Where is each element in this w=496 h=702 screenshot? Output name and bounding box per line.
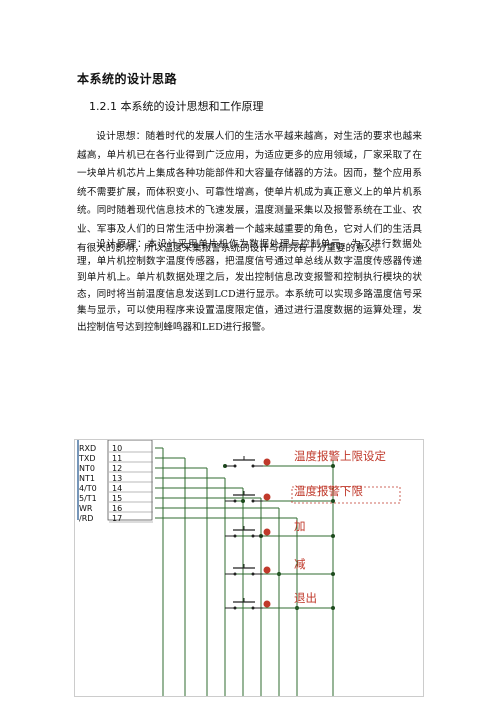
switch-terminal — [251, 606, 255, 610]
pin-number-label: 12 — [112, 464, 122, 473]
pin-number-label: 13 — [112, 474, 122, 483]
pin-number-label: 16 — [112, 504, 122, 513]
junction-node — [331, 606, 335, 610]
paragraph-design-principle: 设计原理：本设计采用单片机作为数据处理与控制单元，为了进行数据处理，单片机控制数… — [77, 239, 422, 333]
junction-node — [331, 572, 335, 576]
switch-indicator-dot — [263, 600, 271, 608]
button-label-0: 温度报警上限设定 — [294, 449, 386, 463]
switch-terminal — [251, 499, 255, 503]
pin-name-label: 4/T0 — [79, 484, 97, 493]
junction-node — [331, 499, 335, 503]
pin-name-label: /RD — [79, 514, 93, 523]
pin-number-label: 10 — [112, 444, 122, 453]
switch-indicator-dot — [263, 458, 271, 466]
switch-terminal — [251, 534, 255, 538]
switch-terminal — [251, 464, 255, 468]
button-label-1: 温度报警下限 — [294, 484, 363, 498]
pin-number-label: 17 — [112, 514, 122, 523]
switch-indicator-dot — [263, 566, 271, 574]
pin-name-label: TXD — [78, 454, 96, 463]
label-highlight-box — [291, 486, 401, 504]
switch-indicator-dot — [263, 493, 271, 501]
button-label-3: 减 — [294, 557, 306, 571]
section-heading: 本系统的设计思路 — [77, 72, 178, 86]
button-label-2: 加 — [294, 519, 306, 533]
pin-name-label: RXD — [79, 444, 96, 453]
junction-node — [241, 499, 245, 503]
switch-terminal — [233, 606, 237, 610]
switch-terminal — [233, 499, 237, 503]
switch-terminal — [251, 572, 255, 576]
junction-node — [331, 464, 335, 468]
switch-terminal — [233, 534, 237, 538]
pin-name-label: 5/T1 — [79, 494, 97, 503]
pin-name-label: WR — [79, 504, 93, 513]
button-label-4: 退出 — [294, 591, 317, 605]
pin-name-label: NT1 — [79, 474, 95, 483]
switch-terminal — [233, 464, 237, 468]
junction-node — [331, 534, 335, 538]
pin-number-label: 15 — [112, 494, 122, 503]
pin-number-label: 14 — [112, 484, 122, 493]
subsection-heading: 1.2.1 本系统的设计思想和工作原理 — [89, 100, 264, 113]
switch-indicator-dot — [263, 528, 271, 536]
pin-name-label: NT0 — [79, 464, 95, 473]
switch-terminal — [233, 572, 237, 576]
paragraph-design-idea: 设计思想：随着时代的发展人们的生活水平越来越高，对生活的要求也越来越高，单片机已… — [77, 131, 422, 254]
pin-number-label: 11 — [112, 454, 122, 463]
